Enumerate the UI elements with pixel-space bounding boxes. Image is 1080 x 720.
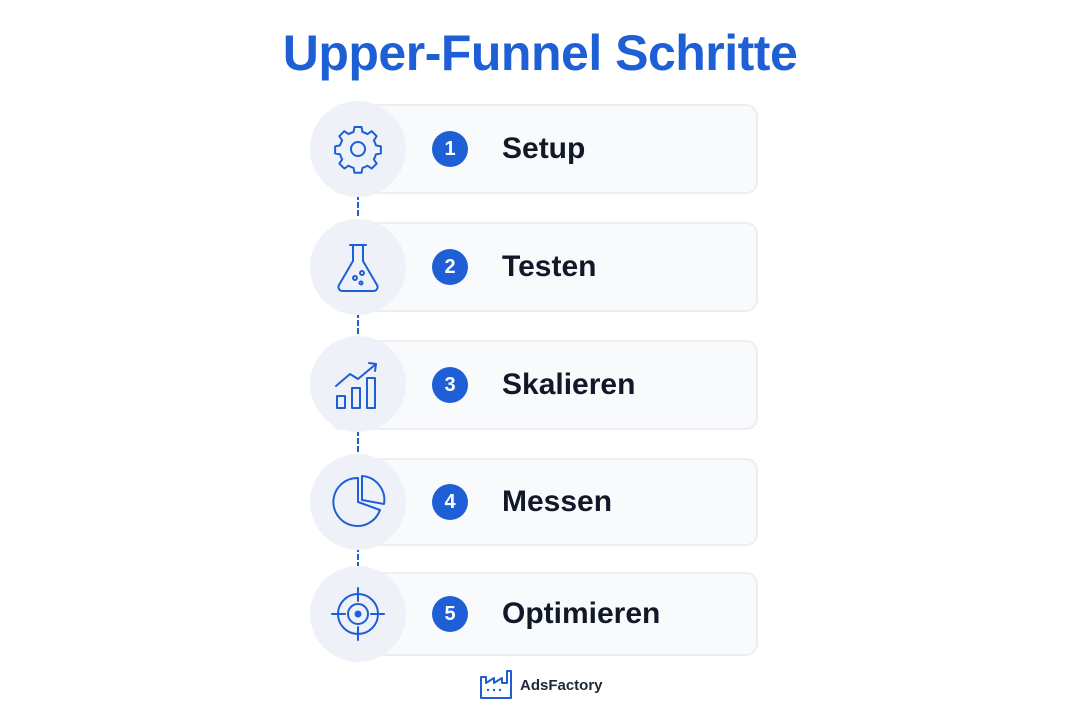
step-number-badge: 4	[432, 484, 468, 520]
step-number-badge: 1	[432, 131, 468, 167]
growth-chart-icon	[335, 362, 377, 409]
step-label: Setup	[502, 132, 586, 165]
page-title: Upper-Funnel Schritte	[282, 25, 798, 81]
flask-icon	[337, 244, 379, 293]
target-icon	[331, 587, 385, 641]
step-label: Optimieren	[502, 597, 661, 630]
brand-name: AdsFactory	[520, 676, 603, 694]
factory-icon	[480, 670, 512, 699]
step-icon-circle	[310, 101, 406, 197]
step-number-badge: 2	[432, 249, 468, 285]
brand-logo: AdsFactory	[478, 668, 603, 702]
step-number-badge: 5	[432, 596, 468, 632]
connector-line	[357, 194, 359, 216]
connector-line	[357, 312, 359, 334]
step-icon-circle	[310, 566, 406, 662]
step-label: Messen	[502, 485, 613, 518]
step-number-badge: 3	[432, 367, 468, 403]
step-icon-circle	[310, 219, 406, 315]
step-label: Skalieren	[502, 368, 636, 401]
step-label: Testen	[502, 250, 597, 283]
gear-icon	[334, 126, 382, 174]
connector-line	[357, 546, 359, 568]
step-icon-circle	[310, 336, 406, 432]
connector-line	[357, 430, 359, 452]
step-icon-circle	[310, 454, 406, 550]
pie-chart-icon	[332, 475, 386, 527]
